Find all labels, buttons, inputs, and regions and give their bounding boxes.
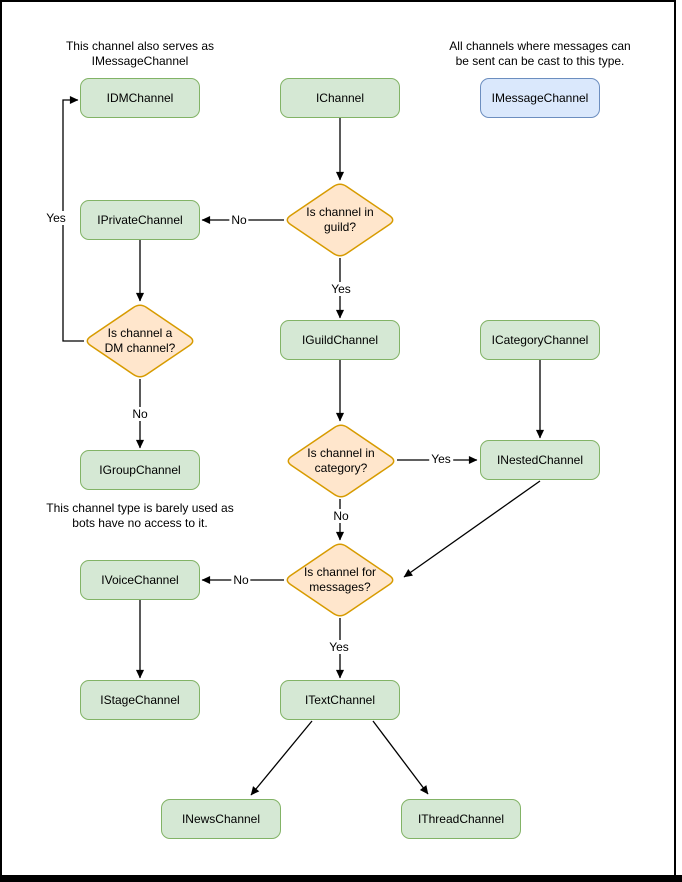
edge-label-messages-yes: Yes <box>327 640 351 654</box>
decision-guild-shape <box>286 183 394 257</box>
node-ithreadchannel: IThreadChannel <box>401 799 521 839</box>
annotation-dm-note: This channel also serves as IMessageChan… <box>65 39 215 68</box>
decision-guild-text: Is channel in guild? <box>306 205 374 234</box>
decision-category-text: Is channel in category? <box>307 446 375 475</box>
decision-category-shape <box>287 424 395 498</box>
decision-messages-text: Is channel for messages? <box>303 565 377 594</box>
frame-border-bottom <box>0 875 682 882</box>
node-icategorychannel: ICategoryChannel <box>480 320 600 360</box>
edge-label-category-no: No <box>331 509 351 523</box>
node-igroupchannel: IGroupChannel <box>80 450 200 490</box>
annotation-group-note: This channel type is barely used as bots… <box>46 501 234 530</box>
node-inewschannel: INewsChannel <box>161 799 281 839</box>
frame-border-right <box>674 0 676 876</box>
edge-label-messages-no: No <box>231 573 251 587</box>
edge-label-dm-no: No <box>130 407 150 421</box>
node-idmchannel: IDMChannel <box>80 78 200 118</box>
node-inestedchannel: INestedChannel <box>480 440 600 480</box>
annotation-message-note: All channels where messages can be sent … <box>449 39 631 68</box>
edge-label-dm-yes: Yes <box>44 211 68 225</box>
decision-dm-text: Is channel a DM channel? <box>104 326 176 355</box>
node-ichannel: IChannel <box>280 78 400 118</box>
decision-messages-shape <box>286 543 394 617</box>
edge-label-guild-no: No <box>229 213 249 227</box>
frame-border-top <box>0 0 676 2</box>
edge-label-category-yes: Yes <box>429 452 453 466</box>
arrow-inestedchannel-to-decision-messages <box>403 480 541 578</box>
arrow-itextchannel-to-inewschannel <box>250 720 313 796</box>
frame-border-left <box>0 0 2 876</box>
node-iguildchannel: IGuildChannel <box>280 320 400 360</box>
decision-dm-shape <box>86 304 194 378</box>
arrow-itextchannel-to-ithreadchannel <box>372 720 429 795</box>
node-itextchannel: ITextChannel <box>280 680 400 720</box>
node-imessagechannel: IMessageChannel <box>480 78 600 118</box>
edge-label-guild-yes: Yes <box>329 282 353 296</box>
node-istagechannel: IStageChannel <box>80 680 200 720</box>
node-iprivatechannel: IPrivateChannel <box>80 200 200 240</box>
node-ivoicechannel: IVoiceChannel <box>80 560 200 600</box>
